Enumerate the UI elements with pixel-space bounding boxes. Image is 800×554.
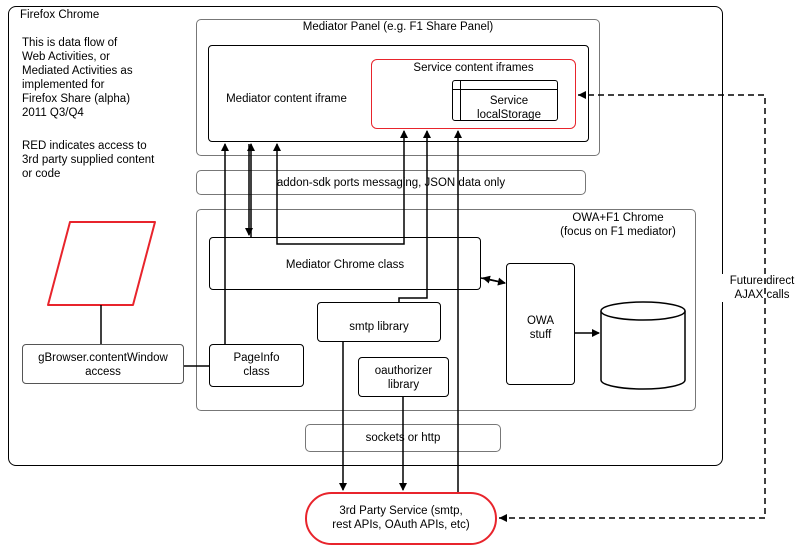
- oauthorizer-library: [358, 357, 449, 397]
- third-party-service-label: 3rd Party Service (smtp, rest APIs, OAut…: [332, 505, 470, 531]
- ports-messaging-label: addon-sdk ports messaging, JSON data onl…: [276, 177, 506, 189]
- oauthorizer-library-label: oauthorizer library: [374, 365, 433, 391]
- smtp-library-label: smtp library: [349, 321, 409, 333]
- mediator-panel-title: Mediator Panel (e.g. F1 Share Panel): [302, 21, 494, 33]
- red-legend-note: RED indicates access to 3rd party suppli…: [22, 140, 155, 180]
- smtp-library: [317, 302, 441, 342]
- third-party-service: [305, 492, 497, 545]
- owa-db-label: OWA DB (manifests): [615, 336, 673, 362]
- mediator-chrome-class-label: Mediator Chrome class: [285, 259, 405, 271]
- pageinfo-tabs-label: PageInfo from Browser tabs: [79, 234, 126, 288]
- gbrowser-contentwindow-label: gBrowser.contentWindow access: [38, 352, 168, 378]
- dataflow-description: This is data flow of Web Activities, or …: [22, 37, 133, 119]
- service-localstorage-label: Service localStorage: [477, 95, 541, 121]
- owa-stuff-label: OWA stuff: [526, 315, 555, 341]
- localstorage-divider-h: [452, 89, 558, 90]
- service-content-iframes: [371, 59, 576, 129]
- owa-f1-chrome-title: OWA+F1 Chrome (focus on F1 mediator): [560, 212, 676, 238]
- localstorage-divider: [460, 80, 461, 121]
- pageinfo-class: [209, 344, 304, 387]
- sockets-http-label: sockets or http: [365, 432, 441, 444]
- pageinfo-class-label: PageInfo class: [233, 352, 280, 378]
- gbrowser-contentwindow: [22, 344, 184, 384]
- future-ajax-label: Future direct AJAX calls: [722, 274, 800, 302]
- service-content-iframes-label: Service content iframes: [413, 62, 534, 74]
- mediator-content-iframe-label: Mediator content iframe: [226, 93, 347, 105]
- firefox-chrome-title: Firefox Chrome: [20, 9, 100, 21]
